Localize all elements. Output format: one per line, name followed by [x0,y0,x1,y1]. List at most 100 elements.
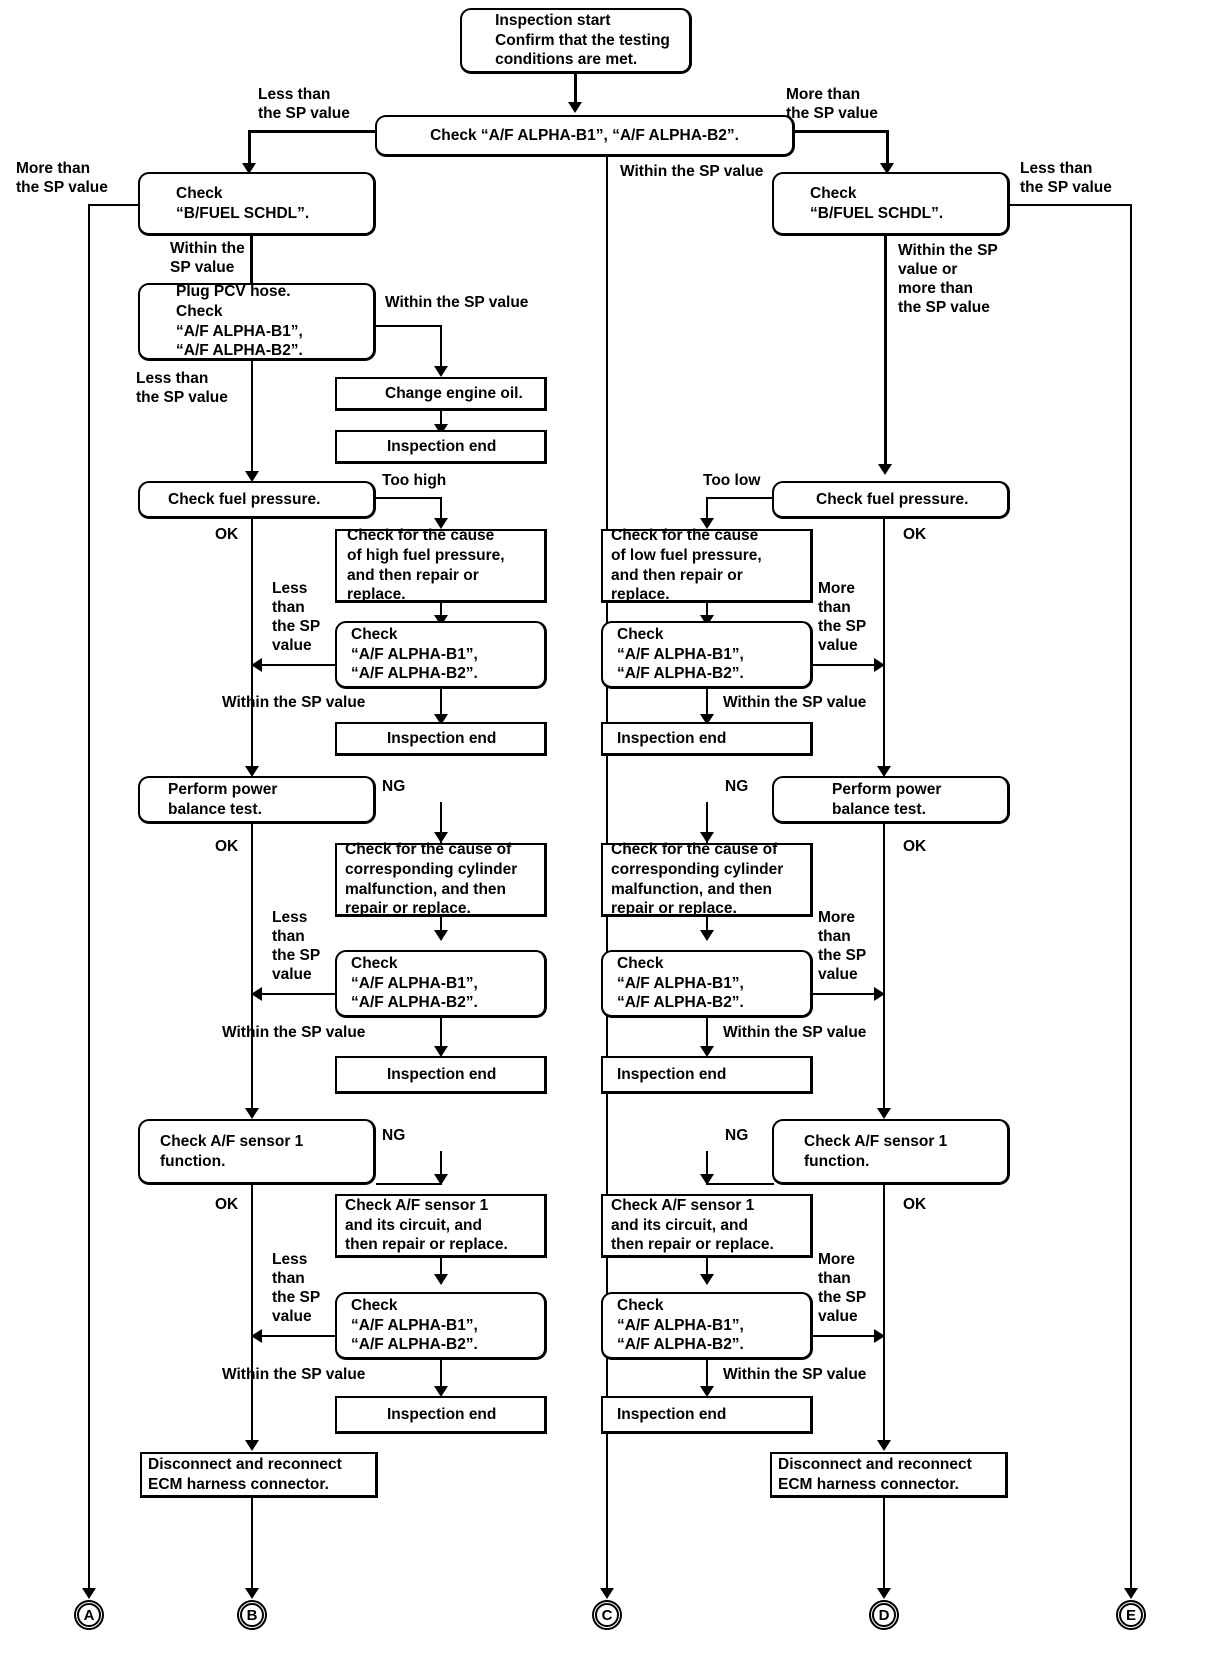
connector-low-cause-down [706,603,708,619]
node-check-alpha-l4[interactable]: Check “A/F ALPHA-B1”, “A/F ALPHA-B2”. [335,1292,547,1360]
node-inspection-end-3-label: Inspection end [617,729,727,747]
connector-alpha-right-down [886,130,889,166]
node-check-alpha-r3[interactable]: Check “A/F ALPHA-B1”, “A/F ALPHA-B2”. [601,950,813,1018]
node-check-alpha-top[interactable]: Check “A/F ALPHA-B1”, “A/F ALPHA-B2”. [375,115,795,157]
node-inspection-end-4[interactable]: Inspection end [335,1056,547,1094]
arrow-ng-l1 [434,832,448,843]
arrow-low-cause-down [700,615,714,626]
label-ok-r1: OK [903,526,927,543]
node-ecm-left[interactable]: Disconnect and reconnect ECM harness con… [140,1452,378,1498]
arrow-oil-to-end [434,424,448,435]
node-cyl-cause-right[interactable]: Check for the cause of corresponding cyl… [601,841,813,917]
connector-a-branch-v [88,204,90,1592]
label-more-than-sp-stack-r1: More than the SP value [818,580,867,654]
arrow-ok-l3 [245,1440,259,1451]
connector-cyl-r-down [706,917,708,935]
node-inspection-end-6[interactable]: Inspection end [335,1396,547,1434]
label-ok-l2: OK [215,838,239,855]
terminator-c-label: C [595,1603,619,1627]
label-ng-r1: NG [725,778,749,795]
node-bfuel-left[interactable]: Check “B/FUEL SCHDL”. [138,172,376,236]
label-less-than-sp-top-left: Less than the SP value [258,86,350,122]
node-af-sensor-right[interactable]: Check A/F sensor 1 function. [772,1119,1010,1185]
connector-alpha-l2-down [440,689,442,718]
arrow-ng-l3 [434,1174,448,1185]
label-within-sp-r2: Within the SP value [723,1024,867,1041]
connector-ok-r1 [883,519,885,771]
node-inspection-end-7[interactable]: Inspection end [601,1396,813,1434]
node-ecm-right-label: Disconnect and reconnect ECM harness con… [778,1455,972,1493]
node-low-fuel-cause-label: Check for the cause of low fuel pressure… [611,527,762,604]
node-inspection-end-1[interactable]: Inspection end [335,430,547,464]
terminator-d[interactable]: D [869,1600,899,1630]
connector-alpha-l3-down [440,1018,442,1050]
connector-ok-l2 [251,824,253,1113]
node-bfuel-right[interactable]: Check “B/FUEL SCHDL”. [772,172,1010,236]
connector-alpha-l3-feedback [262,993,336,995]
node-inspection-start-label: Inspection start Confirm that the testin… [495,12,670,69]
node-plug-pcv[interactable]: Plug PCV hose. Check “A/F ALPHA-B1”, “A/… [138,283,376,361]
label-within-sp-r3: Within the SP value [723,1366,867,1383]
arrow-ok-l1 [245,766,259,777]
arrow-alpha-r4-feedback [874,1329,885,1343]
connector-af-circuit-r-down [706,1258,708,1280]
label-ng-r3: NG [725,1127,749,1144]
node-inspection-end-5[interactable]: Inspection end [601,1056,813,1094]
node-low-fuel-cause[interactable]: Check for the cause of low fuel pressure… [601,527,813,604]
node-fuel-pressure-right[interactable]: Check fuel pressure. [772,481,1010,519]
node-af-circuit-left[interactable]: Check A/F sensor 1 and its circuit, and … [335,1194,547,1258]
connector-too-high-h [376,497,442,499]
arrow-pcv-right-down [434,366,448,377]
terminator-e[interactable]: E [1116,1600,1146,1630]
node-check-alpha-r4-label: Check “A/F ALPHA-B1”, “A/F ALPHA-B2”. [617,1297,744,1354]
node-power-balance-right[interactable]: Perform power balance test. [772,776,1010,824]
arrow-too-high [434,518,448,529]
label-within-sp-l2: Within the SP value [222,1024,366,1041]
terminator-a[interactable]: A [74,1600,104,1630]
arrow-ok-r2 [877,1108,891,1119]
node-inspection-end-3[interactable]: Inspection end [601,722,813,756]
arrow-alpha-r2-feedback [874,658,885,672]
arrow-e-terminator [1124,1588,1138,1599]
node-high-fuel-cause[interactable]: Check for the cause of high fuel pressur… [335,527,547,603]
connector-alpha-r3-feedback [812,993,877,995]
arrow-alpha-l3-feedback [251,987,262,1001]
connector-cyl-l-down [440,917,442,935]
terminator-b[interactable]: B [237,1600,267,1630]
node-inspection-end-2[interactable]: Inspection end [335,722,547,756]
node-check-alpha-l3[interactable]: Check “A/F ALPHA-B1”, “A/F ALPHA-B2”. [335,950,547,1018]
label-within-sp-left-1: Within the SP value [170,240,245,276]
arrow-alpha-r4-down [700,1386,714,1397]
node-inspection-start[interactable]: Inspection start Confirm that the testin… [460,8,692,74]
node-check-alpha-r4[interactable]: Check “A/F ALPHA-B1”, “A/F ALPHA-B2”. [601,1292,813,1360]
arrow-high-cause-down [434,615,448,626]
arrow-pcv-down [245,471,259,482]
node-change-oil[interactable]: Change engine oil. [335,377,547,411]
label-more-than-sp-stack-r3: More than the SP value [818,1251,867,1325]
terminator-c[interactable]: C [592,1600,622,1630]
connector-ecm-left-to-b [251,1498,253,1592]
node-cyl-cause-left-label: Check for the cause of corresponding cyl… [345,841,518,918]
label-too-high: Too high [382,472,447,489]
node-fuel-pressure-right-label: Check fuel pressure. [816,490,969,508]
label-within-sp-right-1: Within the SP value or more than the SP … [898,242,998,316]
connector-pcv-down [251,361,253,475]
label-within-sp-center: Within the SP value [620,163,764,180]
node-check-alpha-r2[interactable]: Check “A/F ALPHA-B1”, “A/F ALPHA-B2”. [601,621,813,689]
node-ecm-right[interactable]: Disconnect and reconnect ECM harness con… [770,1452,1008,1498]
node-af-sensor-left[interactable]: Check A/F sensor 1 function. [138,1119,376,1185]
connector-a-branch-h [88,204,140,206]
node-af-circuit-right-label: Check A/F sensor 1 and its circuit, and … [611,1197,774,1254]
node-power-balance-left[interactable]: Perform power balance test. [138,776,376,824]
node-inspection-end-4-label: Inspection end [387,1065,497,1083]
connector-af-circuit-l-down [440,1258,442,1280]
node-af-circuit-right[interactable]: Check A/F sensor 1 and its circuit, and … [601,1194,813,1258]
node-fuel-pressure-left[interactable]: Check fuel pressure. [138,481,376,519]
connector-bfuel-right-down [884,236,887,466]
node-cyl-cause-left[interactable]: Check for the cause of corresponding cyl… [335,841,547,918]
node-bfuel-right-label: Check “B/FUEL SCHDL”. [810,184,944,222]
node-af-sensor-left-label: Check A/F sensor 1 function. [160,1132,304,1170]
terminator-a-label: A [77,1603,101,1627]
node-check-alpha-l2[interactable]: Check “A/F ALPHA-B1”, “A/F ALPHA-B2”. [335,621,547,689]
